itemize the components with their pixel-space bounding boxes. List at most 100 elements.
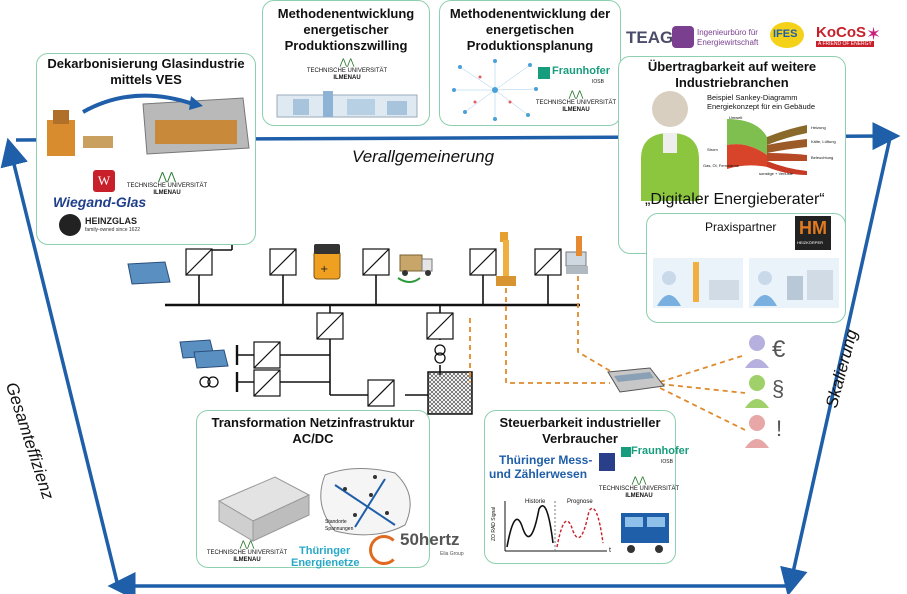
euro-symbol: € <box>772 336 786 363</box>
grid-map-image <box>320 467 411 536</box>
netz-title-2: AC/DC <box>292 431 334 446</box>
battery-icon: + <box>313 244 341 280</box>
tu-ilmenau-logo-3: ⋀⋀ TECHNISCHE UNIVERSITÄT ILMENAU <box>534 89 618 114</box>
sankey-diagram <box>727 119 807 175</box>
robot-arm-icon <box>496 232 516 286</box>
converter-mid1 <box>316 312 344 340</box>
tu-ilmenau-logo: ⋀⋀ TECHNISCHE UNIVERSITÄT ILMENAU <box>119 170 215 197</box>
communication-lines <box>469 276 746 431</box>
steuer-title-2: Verbraucher <box>542 431 618 446</box>
robot-station-icon <box>565 236 588 274</box>
person-alert-icon <box>745 415 769 448</box>
pv-panels-icon <box>127 261 229 369</box>
planung-fraunhofer-sub: IOSB <box>592 79 604 85</box>
glass-furnace-image <box>47 93 250 156</box>
box-netzinfrastruktur: Transformation Netzinfrastruktur AC/DC S… <box>196 410 430 569</box>
tu-mark-icon-5: ⋀⋀ <box>631 475 647 485</box>
grid-node-box <box>427 371 473 415</box>
box-glasindustrie: Dekarbonisierung Glasindustrie mittels V… <box>36 53 256 245</box>
tu3-line1: TECHNISCHE UNIVERSITÄT <box>535 100 617 106</box>
steuer-fraunhofer: Fraunhofer <box>631 445 690 457</box>
svg-text:+: + <box>320 264 328 275</box>
transformer-icon <box>199 344 446 388</box>
tu4-line2: ILMENAU <box>233 557 261 563</box>
planung-fraunhofer: Fraunhofer <box>552 65 611 77</box>
tu2-line1: TECHNISCHE UNIVERSITÄT <box>306 68 388 74</box>
tu2-line2: ILMENAU <box>333 75 361 81</box>
tu-ilmenau-logo-5: ⋀⋀ TECHNISCHE UNIVERSITÄT ILMENAU <box>597 475 681 500</box>
prognose-label: Prognose <box>567 499 593 505</box>
ifes-text: IFES <box>773 28 798 40</box>
thueringer-energienetze-1: Thüringer <box>299 545 351 557</box>
tu3-line2: ILMENAU <box>562 107 590 113</box>
converter-left2 <box>253 369 281 397</box>
heinz-logo: HEINZGLAS <box>85 216 138 226</box>
substation-image <box>217 476 311 542</box>
elia-sub: Elia Group <box>440 551 464 557</box>
sankey-label-beleuchtung: Beleuchtung <box>811 155 834 160</box>
ib-line1: Ingenieurbüro für <box>697 28 758 37</box>
exclamation-symbol: ! <box>776 416 783 441</box>
teag-logo: TEAG <box>626 28 674 47</box>
converter-robot1 <box>469 248 497 276</box>
hertz-logo: 50hertz <box>400 530 460 549</box>
sankey-title-2: Energiekonzept für ein Gebäude <box>707 102 815 111</box>
fraunhofer-icon-2 <box>621 447 631 457</box>
praxispartner-label: Praxispartner <box>705 220 777 234</box>
praxis-illustration-2 <box>749 258 839 308</box>
steuer-title-1: Steuerbarkeit industrieller <box>499 415 661 430</box>
glas-title-2: mittels VES <box>110 72 182 87</box>
tu4-line1: TECHNISCHE UNIVERSITÄT <box>206 550 288 556</box>
person-finance-icon <box>745 335 769 368</box>
forecast-chart <box>504 501 607 552</box>
steuer-fraunhofer-sub: IOSB <box>661 459 673 465</box>
kocos-logo: KoCoS <box>816 24 866 41</box>
box-steuerbarkeit: Steuerbarkeit industrieller Verbraucher … <box>484 410 689 564</box>
ifes-logo: IFES <box>770 22 804 48</box>
glas-title-1: Dekarbonisierung Glasindustrie <box>47 56 245 71</box>
uebertrag-title-2: Industriebranchen <box>675 75 789 90</box>
planung-title-2: energetischen <box>485 22 575 37</box>
left-arrow <box>0 137 120 587</box>
tu-mark-icon: ⋀⋀ <box>157 171 177 183</box>
tmz-line2: und Zählerwesen <box>489 467 588 481</box>
truck-icon <box>397 254 433 283</box>
sankey-title-1: Beispiel Sankey-Diagramm <box>707 93 798 102</box>
paragraph-symbol: § <box>772 376 785 401</box>
person-legal-icon <box>745 375 769 408</box>
t-axis-label: t <box>609 547 611 554</box>
wiegand-logo: Wiegand-Glas <box>53 194 147 210</box>
converter-pv <box>185 248 213 276</box>
sankey-label-sonstige: sonstige + Verluste <box>759 171 793 176</box>
converter-battery <box>269 248 297 276</box>
sankey-label-kaelte: Kälte, Lüftung <box>811 139 836 144</box>
thueringer-energienetze-2: Energienetze <box>291 557 360 569</box>
sankey-label-heizung: Heizung <box>811 125 826 130</box>
hm-sub: HEIZKÖRPER <box>797 240 824 245</box>
tu-mark-icon-2: ⋀⋀ <box>339 57 355 67</box>
ib-icon <box>672 26 694 48</box>
praxis-illustration-1 <box>653 258 743 308</box>
box-produktionszwilling: Methodenentwicklung energetischer Produk… <box>262 0 430 126</box>
kocos-star-icon: ✶ <box>866 24 882 44</box>
hm-text: HM <box>799 218 827 238</box>
wiegand-icon: W <box>93 170 115 192</box>
digitaler-energieberater: „Digitaler Energieberater“ <box>645 191 825 208</box>
energy-advisor-icon <box>641 91 699 201</box>
map-legend-1: Standorte <box>325 519 347 525</box>
converter-logistics <box>362 248 390 276</box>
uebertrag-title-1: Übertragbarkeit auf weitere <box>647 59 817 74</box>
converter-mid2 <box>426 312 454 340</box>
sankey-label-gas: Gas, Öl, Fernwärme <box>703 163 740 168</box>
tmz-icon <box>599 453 615 471</box>
fraunhofer-icon <box>538 67 550 79</box>
tu-mark-icon-3: ⋀⋀ <box>568 89 584 99</box>
sankey-label-umwelt: Umwelt <box>729 115 743 120</box>
hertz-swirl-icon <box>369 535 399 565</box>
dashboard-illustration <box>621 513 669 553</box>
planung-title-1: Methodenentwicklung der <box>449 6 611 21</box>
historie-label: Historie <box>525 499 546 505</box>
zwilling-title-3: Produktionszwilling <box>284 38 408 53</box>
tu-ilmenau-logo-4: ⋀⋀ TECHNISCHE UNIVERSITÄT ILMENAU <box>199 539 295 564</box>
tu-ilmenau-logo-2: ⋀⋀ TECHNISCHE UNIVERSITÄT ILMENAU <box>293 57 401 82</box>
